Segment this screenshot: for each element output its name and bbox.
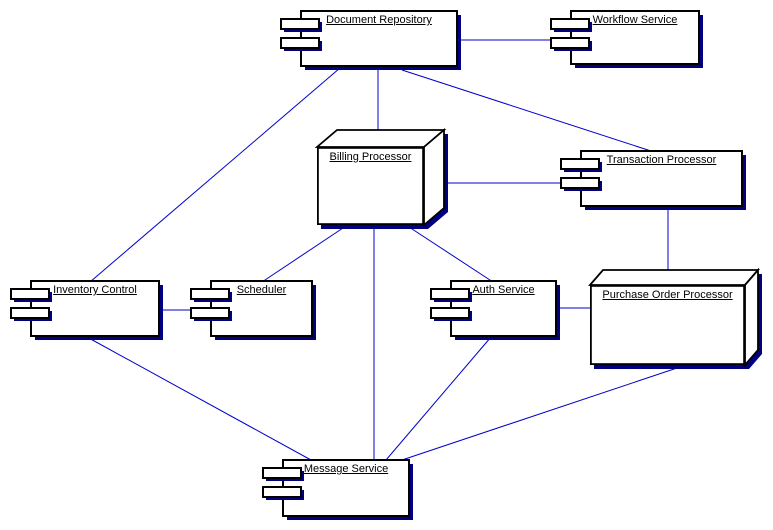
node-billing-processor[interactable]: Billing Processor (314, 128, 450, 231)
component-icon-tab (550, 18, 590, 30)
component-icon-tab (430, 307, 470, 319)
node-label: Message Service (303, 463, 389, 475)
node-document-repository[interactable]: Document Repository (280, 10, 458, 67)
node-inventory-control[interactable]: Inventory Control (10, 280, 160, 337)
node-workflow-service[interactable]: Workflow Service (550, 10, 700, 65)
edge-document-repository-to-transaction-processor[interactable] (401, 69, 655, 153)
node-label: Purchase Order Processor (602, 289, 733, 301)
node3d-top-face (314, 129, 447, 148)
edge-inventory-control-to-message-service[interactable] (86, 336, 312, 461)
component-body (570, 10, 700, 65)
component-icon-tab (262, 486, 302, 498)
edge-billing-processor-to-auth-service[interactable] (408, 226, 494, 283)
node3d-front-face (589, 284, 745, 365)
node-label: Workflow Service (592, 14, 678, 26)
component-icon-tab (190, 307, 230, 319)
node3d-right-face (423, 128, 445, 227)
component-icon-tab (280, 37, 320, 49)
edge-auth-service-to-message-service[interactable] (385, 336, 492, 461)
node-auth-service[interactable]: Auth Service (430, 280, 557, 337)
node-message-service[interactable]: Message Service (262, 459, 410, 517)
component-icon-tab (430, 288, 470, 300)
component-body (30, 280, 160, 337)
component-icon-tab (262, 467, 302, 479)
component-icon-tab (190, 288, 230, 300)
component-icon-tab (560, 177, 600, 189)
node-scheduler[interactable]: Scheduler (190, 280, 313, 337)
node-label: Billing Processor (329, 151, 412, 163)
component-icon-tab (10, 307, 50, 319)
node-label: Transaction Processor (606, 154, 717, 166)
node-transaction-processor[interactable]: Transaction Processor (560, 150, 743, 207)
component-icon-tab (10, 288, 50, 300)
node3d-top-face (588, 269, 760, 286)
component-body (300, 10, 458, 67)
component-icon-tab (280, 18, 320, 30)
edge-purchase-order-processor-to-message-service[interactable] (401, 365, 684, 461)
edge-billing-processor-to-scheduler[interactable] (261, 225, 347, 283)
node-purchase-order-processor[interactable]: Purchase Order Processor (588, 267, 764, 371)
node3d-box (588, 267, 762, 369)
component-icon-tab (550, 37, 590, 49)
node-label: Auth Service (472, 284, 535, 296)
node3d-box (314, 128, 448, 229)
component-body (580, 150, 743, 207)
node3d-right-face (744, 267, 759, 368)
edge-document-repository-to-inventory-control[interactable] (89, 67, 341, 283)
node-label: Inventory Control (53, 284, 137, 296)
node-label: Scheduler (236, 284, 287, 296)
node-label: Document Repository (326, 14, 432, 26)
node3d-front-face (316, 146, 424, 225)
component-icon-tab (560, 158, 600, 170)
